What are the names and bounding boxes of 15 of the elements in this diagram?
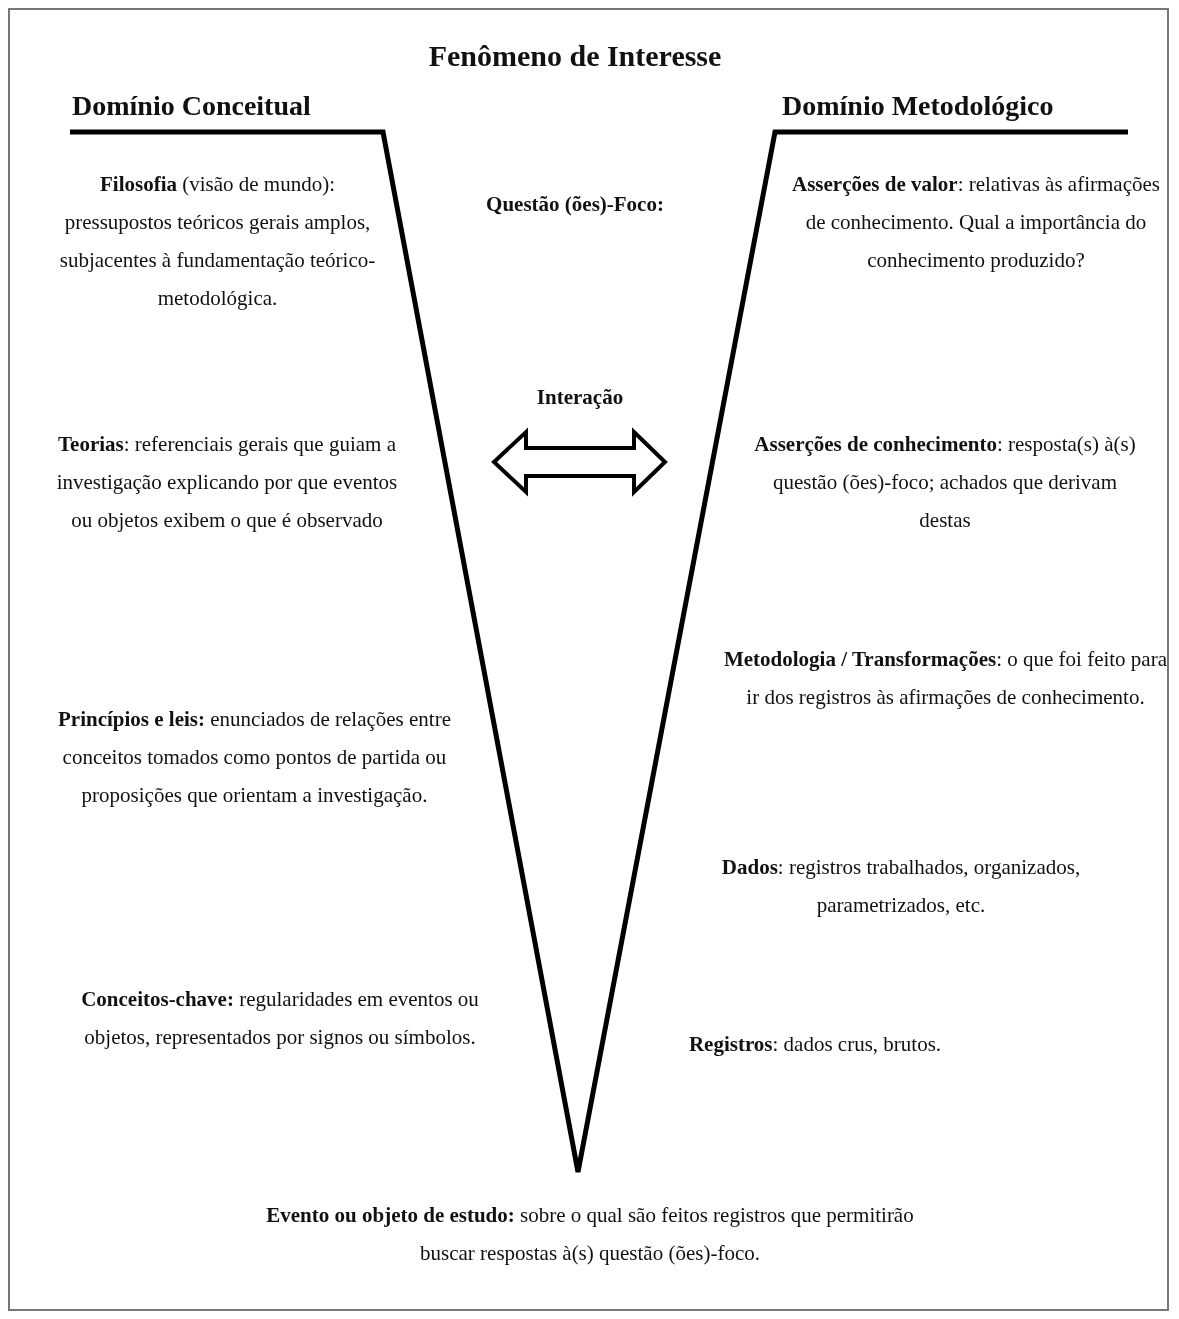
heading-text: Questão (ões)-Foco: (485, 191, 665, 218)
description-text: Conceitos-chave: regularidades em eventos ou objetos, representados por signos ou símbolos. (80, 986, 480, 1051)
description-text: Teorias: referenciais gerais que guiam a investigação explicando por que eventos ou objetos exibem o que é observado (55, 431, 399, 534)
description-text: Filosofia (visão de mundo): pressupostos teóricos gerais amplos, subjacentes à fundamentação teórico-metodológica. (58, 171, 377, 312)
description-text: Registros: dados crus, brutos. (687, 1031, 943, 1058)
heading-text: Interação (535, 384, 625, 411)
section-heading: Domínio Conceitual (72, 89, 312, 123)
description-text: Asserções de valor: relativas às afirmações de conhecimento. Qual a importância do conhecimento produzido? (792, 171, 1160, 274)
description-text: Metodologia / Transformações: o que foi feito para ir dos registros às afirmações de conhecimento. (722, 646, 1168, 711)
section-heading: Domínio Metodológico (782, 89, 1055, 123)
title: Fenômeno de Interesse (427, 38, 723, 74)
description-text: Evento ou objeto de estudo: sobre o qual são feitos registros que permitirão buscar respostas à(s) questão (ões)-foco. (265, 1202, 915, 1267)
description-text: Princípios e leis: enunciados de relações entre conceitos tomados como pontos de partida ou proposições que orientam a investigação. (57, 706, 452, 809)
description-text: Dados: registros trabalhados, organizados, parametrizados, etc. (720, 854, 1082, 919)
description-text: Asserções de conhecimento: resposta(s) à(s) questão (ões)-foco; achados que derivam destas (753, 431, 1137, 534)
